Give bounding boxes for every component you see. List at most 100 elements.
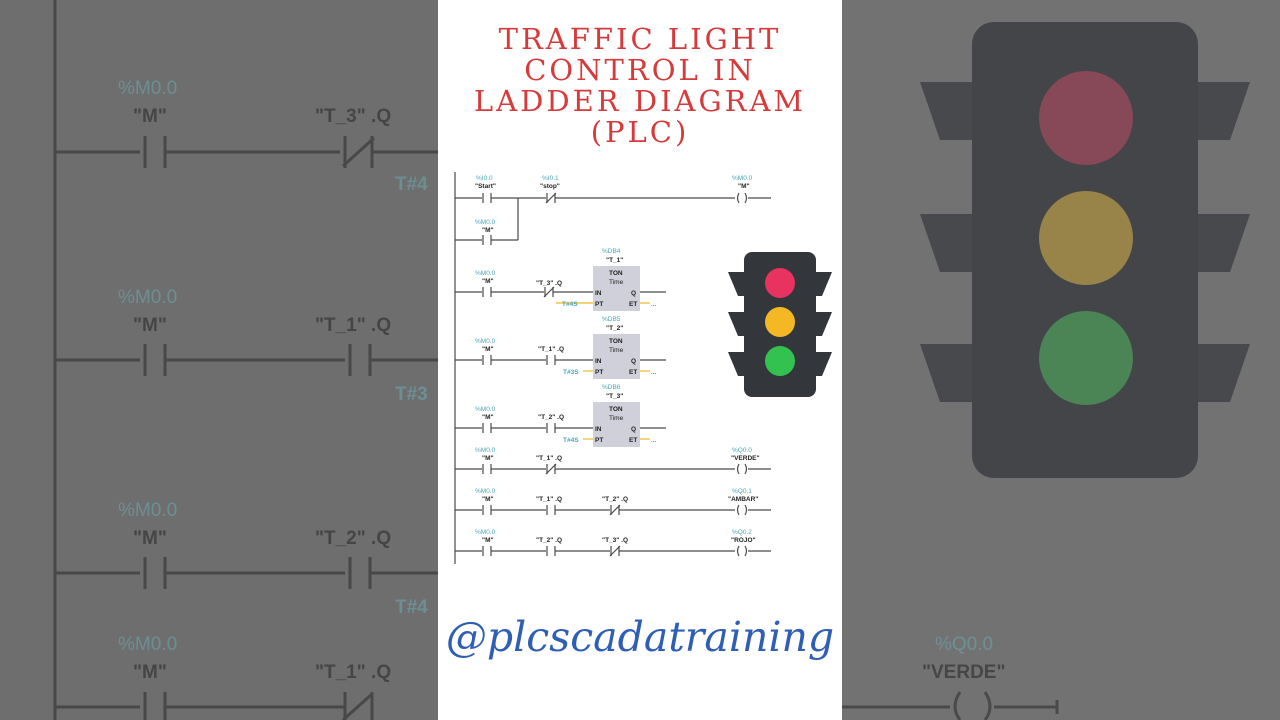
timer-q-label: Q — [631, 290, 636, 297]
title-line: CONTROL IN — [524, 53, 756, 87]
background-left-ladder: %M0.0 "M" "T_3" .Q T#4 %M0.0 "M" "T_1" .… — [53, 0, 438, 720]
timer-db: %DB6 — [602, 384, 621, 391]
contact-address: %M0.0 — [475, 488, 496, 495]
timer-pt-label: PT — [595, 369, 603, 376]
bg-left-c2: "T_1" .Q — [315, 662, 391, 683]
timer-q-label: Q — [631, 358, 636, 365]
timer-in-label: IN — [595, 358, 602, 365]
coil-address: %Q0.1 — [732, 488, 752, 495]
ladder-diagram: %I0.0 "Start" %I0.1 "stop" %M0.0 "M" %M0… — [454, 172, 771, 564]
contact-tag: "M" — [482, 496, 494, 503]
contact-tag: "M" — [482, 414, 494, 421]
coil-address: %Q0.0 — [732, 447, 752, 454]
timer-q-label: Q — [631, 426, 636, 433]
contact-tag: "M" — [482, 278, 494, 285]
timer-unit: Time — [609, 347, 624, 354]
timer-et-label: ET — [629, 437, 637, 444]
contact-tag: "T_1" .Q — [536, 496, 562, 503]
contact-address: %M0.0 — [475, 338, 496, 345]
coil-address: %Q0.2 — [732, 529, 752, 536]
bg-right-coil-addr: %Q0.0 — [935, 634, 993, 655]
timer-et-label: ET — [629, 301, 637, 308]
contact-tag: "Start" — [475, 183, 496, 190]
bg-left-c2: "T_1" .Q — [315, 315, 391, 336]
channel-handle: @plcscadatraining — [445, 613, 835, 661]
coil-tag: "VERDE" — [731, 455, 760, 462]
timer-unit: Time — [609, 415, 624, 422]
bg-left-c2: "T_3" .Q — [315, 106, 391, 127]
timer-in-label: IN — [595, 426, 602, 433]
coil-tag: "ROJO" — [731, 537, 756, 544]
title-line: (PLC) — [590, 115, 690, 149]
timer-block-t2 — [593, 334, 640, 379]
background-left: %M0.0 "M" "T_3" .Q T#4 %M0.0 "M" "T_1" .… — [0, 0, 438, 720]
bg-left-preset: T#4 — [395, 174, 428, 195]
timer-preset: T#4S — [562, 301, 578, 308]
contact-tag: "T_3" .Q — [602, 537, 628, 544]
bg-left-preset: T#4 — [395, 597, 428, 618]
bg-left-tag: "M" — [133, 528, 167, 549]
green-light — [765, 346, 795, 376]
timer-name: "T_2" — [606, 325, 623, 332]
contact-address: %M0.0 — [475, 406, 496, 413]
timer-block-t1 — [593, 266, 640, 311]
coil-tag: "M" — [738, 183, 750, 190]
timer-pt-label: PT — [595, 437, 603, 444]
contact-tag: "T_3" .Q — [536, 280, 562, 287]
timer-et-value: ... — [651, 437, 657, 444]
contact-tag: "M" — [482, 537, 494, 544]
contact-tag: "T_1" .Q — [538, 346, 564, 353]
timer-unit: Time — [609, 279, 624, 286]
contact-tag: "stop" — [540, 183, 560, 190]
title-line: LADDER DIAGRAM — [473, 84, 807, 118]
timer-name: "T_1" — [606, 257, 623, 264]
contact-tag: "M" — [482, 346, 494, 353]
bg-left-tag: "M" — [133, 106, 167, 127]
timer-preset: T#4S — [563, 437, 579, 444]
bg-left-tag: "M" — [133, 315, 167, 336]
contact-address: %M0.0 — [475, 270, 496, 277]
background-right: %Q0.0 "VERDE" — [842, 0, 1280, 720]
bg-left-c2: "T_2" .Q — [315, 528, 391, 549]
contact-address: %M0.0 — [475, 219, 496, 226]
bg-right-coil-tag: "VERDE" — [922, 662, 1005, 683]
timer-type: TON — [609, 406, 623, 413]
title-line: TRAFFIC LIGHT — [498, 22, 782, 56]
timer-db: %DB4 — [602, 248, 621, 255]
contact-tag: "T_1" .Q — [536, 455, 562, 462]
contact-address: %I0.1 — [542, 175, 559, 182]
timer-block-t3 — [593, 402, 640, 447]
bg-left-addr: %M0.0 — [118, 287, 177, 308]
ladder-lines — [454, 172, 771, 564]
content-panel: TRAFFIC LIGHT CONTROL IN LADDER DIAGRAM … — [438, 0, 842, 720]
bg-left-addr: %M0.0 — [118, 78, 177, 99]
contact-tag: "T_2" .Q — [602, 496, 628, 503]
bg-left-preset: T#3 — [395, 384, 428, 405]
coil-address: %M0.0 — [732, 175, 753, 182]
timer-et-label: ET — [629, 369, 637, 376]
contact-tag: "T_2" .Q — [538, 414, 564, 421]
timer-db: %DB5 — [602, 316, 621, 323]
contact-address: %M0.0 — [475, 447, 496, 454]
contact-tag: "M" — [482, 227, 494, 234]
timer-type: TON — [609, 338, 623, 345]
page-title: TRAFFIC LIGHT CONTROL IN LADDER DIAGRAM … — [438, 24, 842, 148]
contact-tag: "T_2" .Q — [536, 537, 562, 544]
red-light — [765, 268, 795, 298]
timer-et-value: ... — [651, 301, 657, 308]
traffic-light-icon — [728, 252, 832, 397]
background-right-traffic-light-icon: %Q0.0 "VERDE" — [842, 22, 1250, 720]
timer-pt-label: PT — [595, 301, 603, 308]
timer-preset: T#3S — [563, 369, 579, 376]
timer-in-label: IN — [595, 290, 602, 297]
bg-left-addr: %M0.0 — [118, 500, 177, 521]
coil-tag: "AMBAR" — [728, 496, 758, 503]
bg-left-addr: %M0.0 — [118, 634, 177, 655]
contact-address: %M0.0 — [475, 529, 496, 536]
timer-name: "T_3" — [606, 393, 623, 400]
timer-type: TON — [609, 270, 623, 277]
bg-left-tag: "M" — [133, 662, 167, 683]
contact-tag: "M" — [482, 455, 494, 462]
yellow-light — [765, 307, 795, 337]
timer-et-value: ... — [651, 369, 657, 376]
